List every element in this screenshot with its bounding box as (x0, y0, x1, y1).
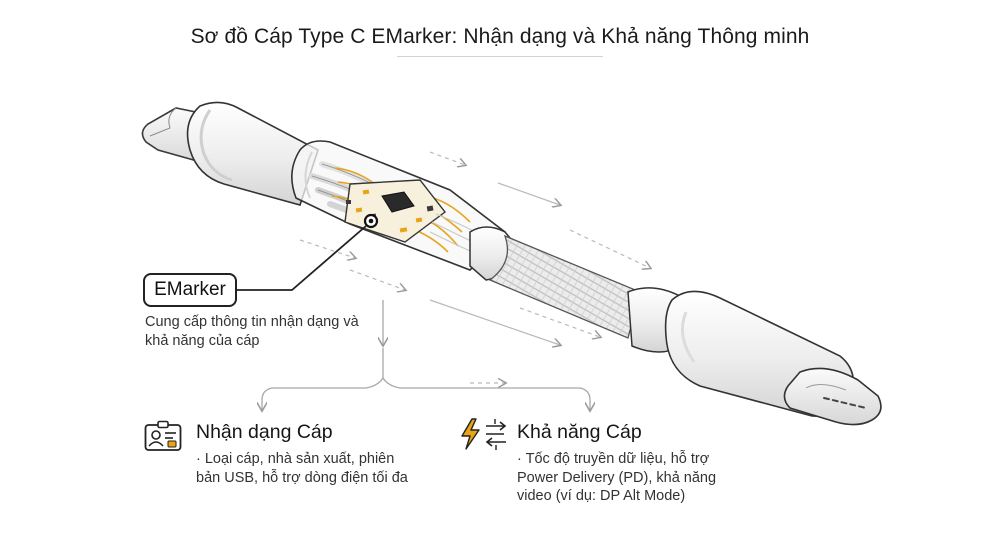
transparent-housing (291, 140, 507, 271)
right-plug (627, 287, 882, 426)
emarker-description: Cung cấp thông tin nhận dạng và khả năng… (145, 314, 359, 349)
braided-cable (469, 226, 641, 339)
left-plug (141, 101, 319, 206)
lightning-transfer-icon (458, 417, 512, 456)
emarker-label: EMarker (143, 273, 237, 307)
feature-title-capability: Khả năng Cáp (517, 421, 642, 443)
title-underline (397, 56, 603, 57)
flow-arrows (299, 151, 650, 383)
feature-title-identification: Nhận dạng Cáp (196, 421, 333, 443)
feature-desc-capability: · Tốc độ truyền dữ liệu, hỗ trợ Power De… (517, 451, 717, 504)
feature-desc-identification: · Loại cáp, nhà sản xuất, phiên bản USB,… (196, 451, 408, 486)
id-card-icon (144, 420, 182, 457)
diagram-title: Sơ đồ Cáp Type C EMarker: Nhận dạng và K… (190, 25, 810, 48)
branch-lines (262, 300, 590, 410)
emarker-pointer (237, 213, 379, 291)
